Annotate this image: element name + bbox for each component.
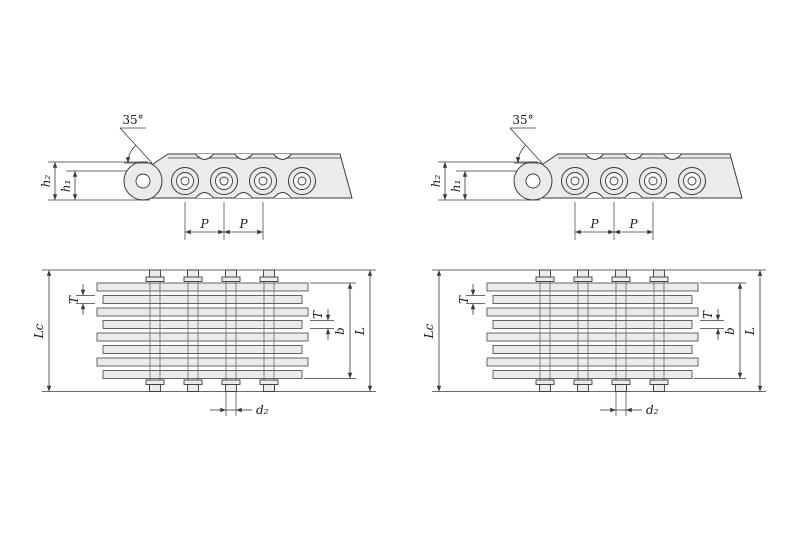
d2-label-left: d₂ [256, 403, 269, 417]
lc-label-right: Lc [422, 323, 436, 339]
labels-left: 35° h₂ h₁ P P Lc T T b L d₂ [32, 113, 367, 417]
lc-label-left: Lc [32, 323, 46, 339]
pitch-label-1-right: P [589, 217, 599, 231]
plan-view-left [42, 270, 376, 416]
b-label-right: b [723, 327, 737, 335]
t-label-right-1: T [457, 295, 471, 304]
h2-label-left: h₂ [39, 175, 53, 188]
b-label-left: b [333, 327, 347, 335]
plan-view-right [432, 270, 766, 416]
t-label-left-1: T [67, 295, 81, 304]
labels-right: 35° h₂ h₁ P P Lc T T b L d₂ [422, 113, 757, 417]
d2-label-right: d₂ [646, 403, 659, 417]
angle-label-right: 35° [512, 113, 533, 127]
pitch-label-2-left: P [238, 217, 248, 231]
l-label-right: L [743, 327, 757, 336]
l-label-left: L [353, 327, 367, 336]
h1-label-left: h₁ [59, 180, 73, 193]
pitch-label-1-left: P [199, 217, 209, 231]
pitch-label-2-right: P [628, 217, 638, 231]
t-label-left-2: T [311, 310, 325, 319]
h1-label-right: h₁ [449, 180, 463, 193]
t-label-right-2: T [701, 310, 715, 319]
h2-label-right: h₂ [429, 175, 443, 188]
angle-label-left: 35° [122, 113, 143, 127]
